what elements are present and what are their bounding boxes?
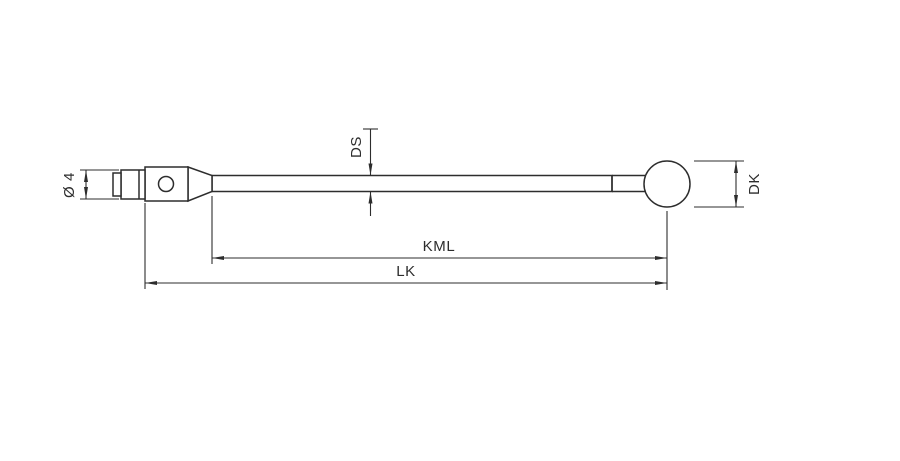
label-stem-diameter: DS bbox=[348, 136, 365, 158]
thread-end-cap bbox=[112, 172, 122, 197]
stylus-shaft bbox=[211, 174, 613, 193]
dim-lk: LK bbox=[144, 203, 667, 289]
arrow-right-icon bbox=[655, 256, 667, 260]
arrow-up-icon bbox=[84, 170, 88, 182]
set-screw-hole bbox=[157, 175, 175, 193]
arrow-down-icon bbox=[368, 163, 373, 176]
thread-section bbox=[120, 169, 146, 200]
label-shank-diameter: Ø 4 bbox=[61, 172, 78, 198]
dim-kml: KML bbox=[211, 196, 668, 290]
label-lk: LK bbox=[396, 263, 416, 280]
arrow-left-icon bbox=[212, 256, 224, 260]
label-ball-diameter: DK bbox=[746, 173, 763, 195]
label-kml: KML bbox=[423, 238, 456, 255]
taper-section bbox=[187, 165, 213, 203]
dim-stem-diameter: DS bbox=[348, 128, 378, 216]
arrow-left-icon bbox=[145, 281, 157, 285]
arrow-up-icon bbox=[368, 191, 373, 204]
arrow-down-icon bbox=[84, 187, 88, 199]
ball-tip bbox=[643, 160, 691, 208]
dim-ball-diameter: DK bbox=[694, 160, 763, 208]
arrow-right-icon bbox=[655, 281, 667, 285]
arrow-up-icon bbox=[734, 161, 738, 173]
stylus-part bbox=[112, 160, 691, 208]
arrow-down-icon bbox=[734, 195, 738, 207]
dim-shank-diameter: Ø 4 bbox=[61, 169, 119, 200]
